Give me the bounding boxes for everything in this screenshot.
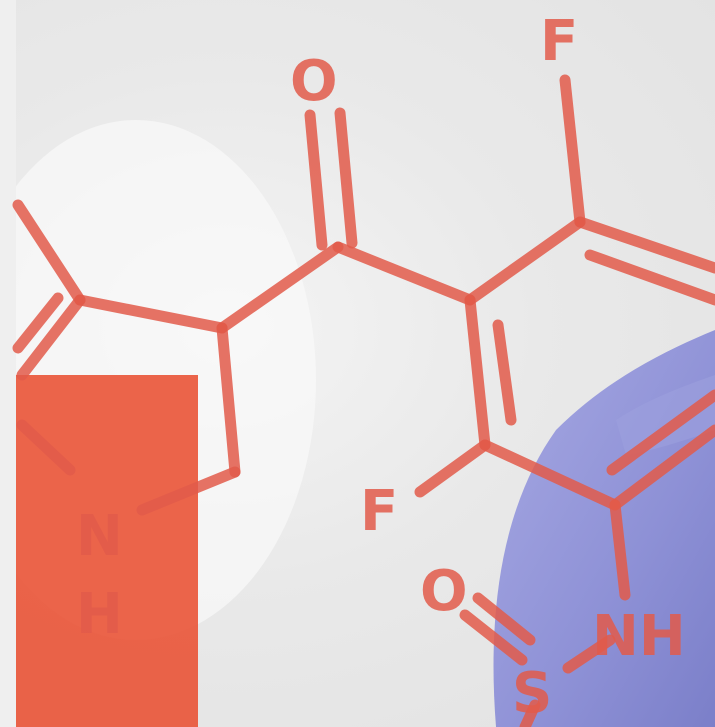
atom-nh: NH xyxy=(592,604,686,669)
atom-h: H xyxy=(76,582,123,647)
atom-o-top: O xyxy=(290,49,338,114)
atom-n: N xyxy=(76,504,123,569)
orange-panel xyxy=(16,375,198,727)
atom-f-top: F xyxy=(540,9,578,74)
atom-f-left: F xyxy=(360,479,398,544)
atom-s: S xyxy=(512,661,552,726)
atom-o-bottom: O xyxy=(420,559,468,624)
left-margin xyxy=(0,0,16,727)
